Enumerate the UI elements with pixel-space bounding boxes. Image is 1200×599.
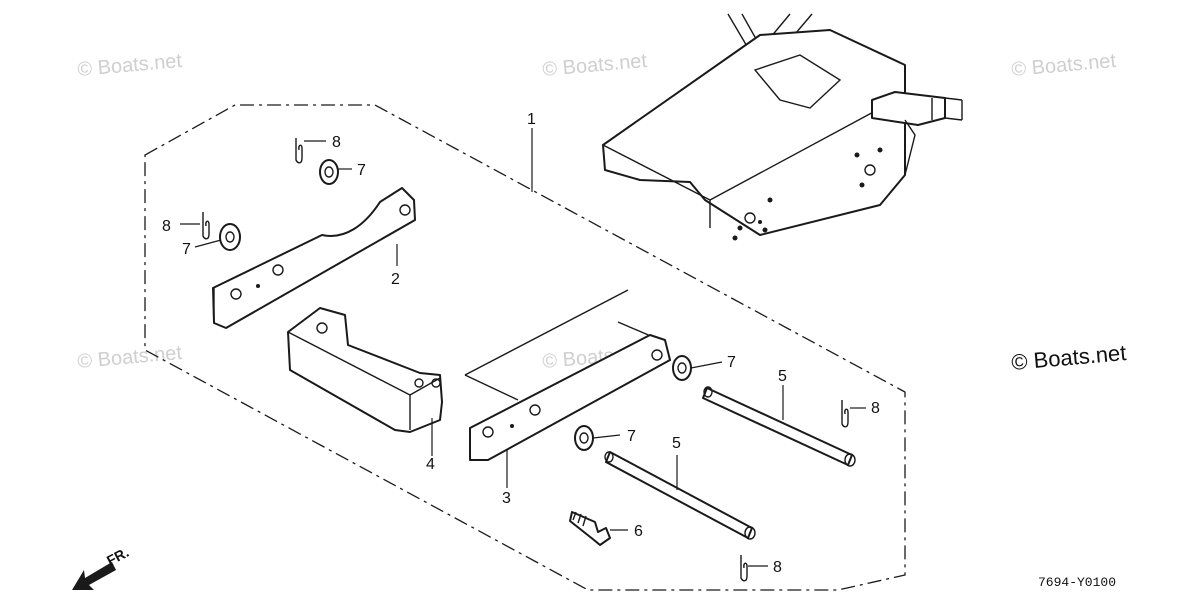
part-8-clip-right <box>841 400 849 428</box>
watermark: © Boats.net <box>77 342 184 373</box>
assembly-boundary <box>144 104 906 591</box>
part-3-bracket <box>469 334 671 461</box>
tractor-frame <box>602 13 963 241</box>
callout-3[interactable]: 3 <box>502 490 511 507</box>
callout-7[interactable]: 7 <box>727 354 736 371</box>
callout-8[interactable]: 8 <box>332 134 341 151</box>
callout-4[interactable]: 4 <box>426 456 435 473</box>
callout-5[interactable]: 5 <box>672 435 681 452</box>
part-7-washer-top <box>319 159 339 185</box>
callout-7[interactable]: 7 <box>357 162 366 179</box>
mount-outline <box>464 374 519 401</box>
part-6-bolt <box>569 511 611 546</box>
watermark: © Boats.net <box>542 50 649 81</box>
callout-8[interactable]: 8 <box>162 218 171 235</box>
watermark-main: © Boats.net <box>1010 340 1127 375</box>
part-5-pin-lower <box>604 451 756 540</box>
part-4-bracket <box>287 307 443 433</box>
callout-7[interactable]: 7 <box>627 428 636 445</box>
callout-2[interactable]: 2 <box>391 271 400 288</box>
mount-outline <box>464 289 629 376</box>
callout-8[interactable]: 8 <box>773 559 782 576</box>
diagram-code: 7694-Y0100 <box>1038 575 1116 590</box>
callout-1[interactable]: 1 <box>527 111 536 128</box>
front-direction-arrow: FR. <box>72 544 131 590</box>
watermark: © Boats.net <box>77 50 184 81</box>
part-2-bracket <box>212 187 416 329</box>
part-8-clip-bottom <box>740 555 748 582</box>
part-5-pin-upper <box>702 386 856 467</box>
part-8-clip-top <box>295 138 303 164</box>
part-8-clip-left <box>202 212 210 240</box>
part-7-washer-right <box>672 355 692 381</box>
watermark: © Boats.net <box>1011 50 1118 81</box>
leader-lines <box>180 128 866 567</box>
callout-6[interactable]: 6 <box>634 523 643 540</box>
callout-7[interactable]: 7 <box>182 241 191 258</box>
callout-8[interactable]: 8 <box>871 400 880 417</box>
part-7-washer-center <box>574 425 594 451</box>
part-7-washer-left <box>219 223 241 251</box>
callout-5[interactable]: 5 <box>778 368 787 385</box>
